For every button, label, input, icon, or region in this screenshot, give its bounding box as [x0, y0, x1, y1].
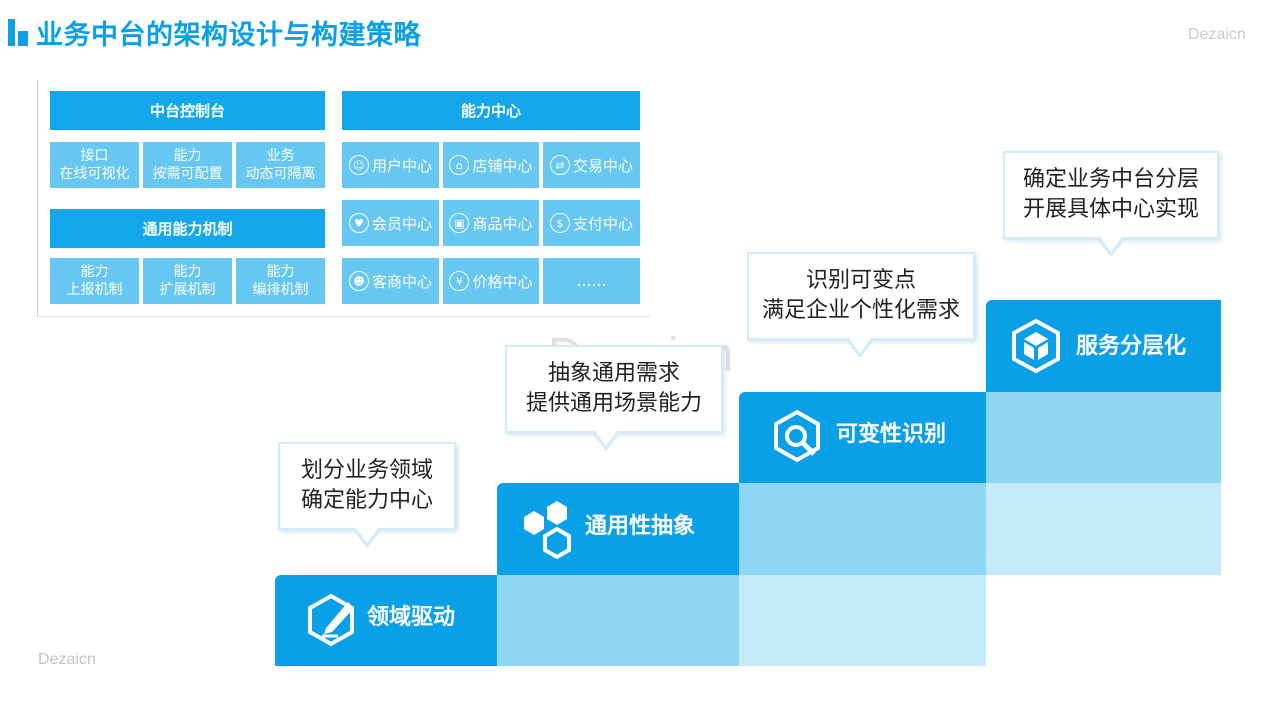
capability-header: 能力中心: [342, 91, 640, 130]
capability-item: ♥会员中心: [342, 200, 439, 246]
step-label: 可变性识别: [836, 422, 947, 447]
store-icon: ⌂: [449, 155, 470, 175]
edit-icon: [308, 593, 354, 647]
step-fill: [986, 483, 1221, 575]
callout-bubble: 确定业务中台分层开展具体中心实现: [1003, 151, 1219, 239]
exchange-icon: ⇄: [549, 155, 570, 175]
step-label: 领域驱动: [367, 605, 456, 630]
step-variability: [739, 392, 986, 483]
title-accent-bar: [8, 19, 15, 46]
console-item: 接口在线可视化: [50, 142, 139, 188]
capability-item: ¥价格中心: [443, 258, 539, 304]
step-label: 服务分层化: [1076, 334, 1187, 359]
page-title: 业务中台的架构设计与构建策略: [36, 20, 421, 51]
search-icon: [774, 409, 820, 463]
callout-bubble: 抽象通用需求提供通用场景能力: [505, 345, 723, 433]
brand-mark-top: Dezaicn: [1188, 26, 1246, 43]
console-item: 业务动态可隔离: [236, 142, 325, 188]
mechanism-header: 通用能力机制: [50, 209, 325, 248]
step-fill: [739, 483, 986, 575]
payment-icon: $: [549, 213, 570, 233]
capability-item-more: ……: [543, 258, 640, 304]
capability-item: ☺用户中心: [342, 142, 439, 188]
step-fill: [497, 575, 739, 666]
console-header: 中台控制台: [50, 91, 325, 130]
member-icon: ♥: [348, 213, 369, 233]
customer-icon: ☻: [348, 271, 369, 291]
callout-bubble: 识别可变点满足企业个性化需求: [747, 252, 975, 340]
capability-item: ☻客商中心: [342, 258, 439, 304]
step-fill: [986, 392, 1221, 483]
mechanism-item: 能力编排机制: [236, 258, 325, 304]
mechanism-item: 能力扩展机制: [143, 258, 232, 304]
step-label: 通用性抽象: [585, 514, 696, 539]
cube-icon: [1012, 318, 1060, 374]
capability-item: ⌂店铺中心: [443, 142, 539, 188]
console-item: 能力按需可配置: [143, 142, 232, 188]
architecture-panel: [37, 80, 650, 317]
capability-item: ▣商品中心: [443, 200, 539, 246]
step-fill: [739, 575, 986, 666]
title-accent-bar-small: [18, 31, 28, 46]
callout-tail: [356, 528, 378, 543]
callout-tail: [1100, 237, 1122, 252]
hexagon-icon: [524, 501, 571, 559]
price-icon: ¥: [449, 271, 470, 291]
capability-item: $支付中心: [543, 200, 640, 246]
callout-bubble: 划分业务领域确定能力中心: [278, 442, 456, 530]
callout-tail: [849, 338, 871, 353]
capability-item: ⇄交易中心: [543, 142, 640, 188]
callout-tail: [595, 431, 617, 446]
user-icon: ☺: [348, 155, 369, 175]
brand-mark-bottom: Dezaicn: [38, 651, 96, 668]
mechanism-item: 能力上报机制: [50, 258, 139, 304]
goods-icon: ▣: [449, 213, 470, 233]
